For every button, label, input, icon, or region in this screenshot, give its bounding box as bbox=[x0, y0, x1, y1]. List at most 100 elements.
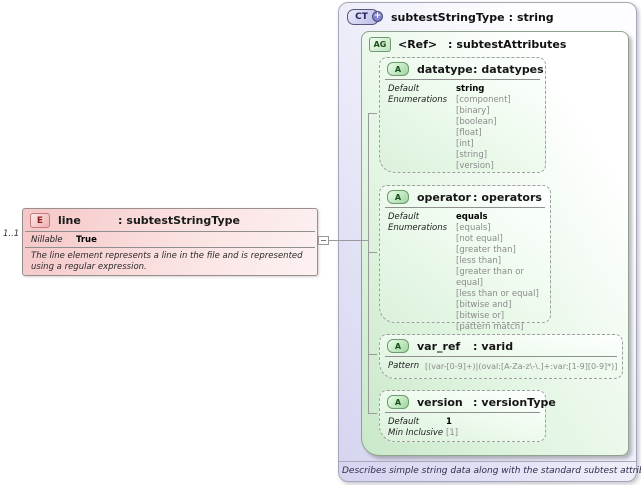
enumerations-row: Enumerations [component] [binary] [boole… bbox=[388, 95, 541, 172]
enum-value: [binary] bbox=[456, 106, 490, 116]
complex-type-title: subtestStringType : string bbox=[391, 11, 554, 24]
enum-value: [less than] bbox=[456, 256, 502, 266]
complex-type-badge-label: CT bbox=[355, 12, 368, 22]
connector-line bbox=[369, 252, 377, 253]
complex-type-header[interactable]: CT + subtestStringType : string bbox=[347, 9, 554, 25]
attribute-name: datatype bbox=[417, 62, 473, 76]
attribute-icon: A bbox=[387, 339, 409, 353]
divider bbox=[385, 79, 540, 80]
element-header[interactable]: E line : subtestStringType bbox=[23, 209, 317, 231]
attribute-group-type: subtestAttributes bbox=[456, 38, 567, 51]
attribute-icon: A bbox=[387, 395, 409, 409]
enum-value: [bitwise or] bbox=[456, 311, 505, 321]
divider bbox=[385, 412, 540, 413]
default-value: equals bbox=[456, 212, 488, 222]
pattern-label: Pattern bbox=[388, 361, 420, 371]
nillable-label: Nillable bbox=[31, 235, 63, 245]
attribute-type: versionType bbox=[481, 395, 556, 409]
enum-value: [not equal] bbox=[456, 234, 503, 244]
default-row: Default 1 bbox=[388, 417, 541, 428]
pattern-value: [(var-[0-9]+)|(oval:[A-Za-z\-\.]+:var:[1… bbox=[425, 362, 618, 371]
enum-value: [version] bbox=[456, 161, 494, 171]
minus-icon bbox=[321, 240, 326, 241]
enum-value: [greater than] bbox=[456, 245, 516, 255]
min-inclusive-row: Min Inclusive [1] bbox=[388, 428, 541, 439]
enumerations-label: Enumerations bbox=[388, 223, 448, 233]
divider bbox=[25, 247, 315, 248]
nillable-value: True bbox=[76, 235, 97, 245]
element-description: The line element represents a line in th… bbox=[31, 251, 303, 272]
nillable-row: Nillable True bbox=[23, 232, 317, 247]
element-name: line bbox=[58, 214, 81, 227]
connector-line bbox=[369, 113, 377, 114]
enum-value: [pattern match] bbox=[456, 322, 524, 332]
attribute-type: varid bbox=[481, 339, 514, 353]
attribute-name: version bbox=[417, 395, 463, 409]
attribute-box-datatype[interactable]: A datatype : datatypes Default string En… bbox=[379, 57, 546, 173]
complex-type-name: subtestStringType bbox=[391, 10, 505, 24]
divider bbox=[385, 356, 617, 357]
element-icon: E bbox=[30, 213, 50, 228]
colon: : bbox=[473, 62, 478, 76]
plus-icon[interactable]: + bbox=[372, 11, 383, 22]
attribute-box-var-ref[interactable]: A var_ref : varid Pattern [(var-[0-9]+)|… bbox=[379, 334, 623, 379]
divider bbox=[25, 231, 315, 232]
attribute-name: var_ref bbox=[417, 339, 461, 353]
complex-type-base: string bbox=[516, 10, 554, 24]
min-inclusive-label: Min Inclusive bbox=[388, 428, 444, 438]
attribute-box-operator[interactable]: A operator : operators Default equals En… bbox=[379, 185, 551, 332]
connector-line bbox=[369, 413, 377, 414]
enum-value: [bitwise and] bbox=[456, 300, 512, 310]
default-label: Default bbox=[388, 84, 420, 94]
attribute-header-datatype[interactable]: A datatype : datatypes bbox=[380, 58, 545, 78]
attribute-group-header[interactable]: AG <Ref> : subtestAttributes bbox=[369, 37, 566, 52]
complex-type-icon: CT + bbox=[347, 9, 383, 25]
colon: : bbox=[473, 395, 478, 409]
enum-value: [less than or equal] bbox=[456, 289, 539, 299]
enum-value: [string] bbox=[456, 150, 488, 160]
enum-value: [boolean] bbox=[456, 117, 497, 127]
default-value: string bbox=[456, 84, 485, 94]
min-inclusive-value: [1] bbox=[446, 428, 459, 438]
enum-value: [int] bbox=[456, 139, 474, 149]
attribute-type: operators bbox=[481, 190, 542, 204]
enum-value: [component] bbox=[456, 95, 511, 105]
connector-line bbox=[329, 240, 369, 241]
attribute-box-version[interactable]: A version : versionType Default 1 Min In… bbox=[379, 390, 556, 442]
enum-value: [float] bbox=[456, 128, 482, 138]
divider bbox=[385, 207, 545, 208]
collapse-toggle[interactable] bbox=[318, 236, 329, 245]
default-label: Default bbox=[388, 417, 420, 427]
element-type: subtestStringType bbox=[126, 214, 240, 227]
enum-value: [greater than or equal] bbox=[456, 267, 524, 288]
attribute-name: operator bbox=[417, 190, 471, 204]
default-row: Default string bbox=[388, 84, 541, 95]
enumerations-row: Enumerations [equals] [not equal] [great… bbox=[388, 223, 546, 333]
enum-value: [equals] bbox=[456, 223, 491, 233]
colon: : bbox=[473, 190, 478, 204]
default-value: 1 bbox=[446, 417, 452, 427]
attribute-group-icon: AG bbox=[369, 37, 391, 52]
complex-type-caption: Describes simple string data along with … bbox=[342, 466, 641, 476]
colon: : bbox=[473, 339, 478, 353]
default-label: Default bbox=[388, 212, 420, 222]
complex-type-box[interactable]: CT + subtestStringType : string AG <Ref>… bbox=[338, 2, 641, 482]
attribute-icon: A bbox=[387, 190, 409, 204]
cardinality-label: 1..1 bbox=[3, 229, 20, 239]
default-row: Default equals bbox=[388, 212, 546, 223]
attribute-header-var-ref[interactable]: A var_ref : varid bbox=[380, 335, 622, 355]
attribute-icon: A bbox=[387, 62, 409, 76]
divider bbox=[339, 461, 636, 462]
attribute-group-box[interactable]: AG <Ref> : subtestAttributes A datatype … bbox=[361, 31, 629, 456]
colon: : bbox=[448, 38, 453, 51]
connector-line bbox=[369, 354, 377, 355]
enumerations-label: Enumerations bbox=[388, 95, 448, 105]
pattern-row: Pattern [(var-[0-9]+)|(oval:[A-Za-z\-\.]… bbox=[388, 361, 618, 372]
element-box-line[interactable]: E line : subtestStringType Nillable True… bbox=[22, 208, 318, 276]
colon: : bbox=[508, 10, 513, 24]
connector-line bbox=[368, 113, 369, 414]
attribute-header-version[interactable]: A version : versionType bbox=[380, 391, 556, 411]
attribute-header-operator[interactable]: A operator : operators bbox=[380, 186, 550, 206]
attribute-group-name: <Ref> bbox=[398, 38, 438, 51]
